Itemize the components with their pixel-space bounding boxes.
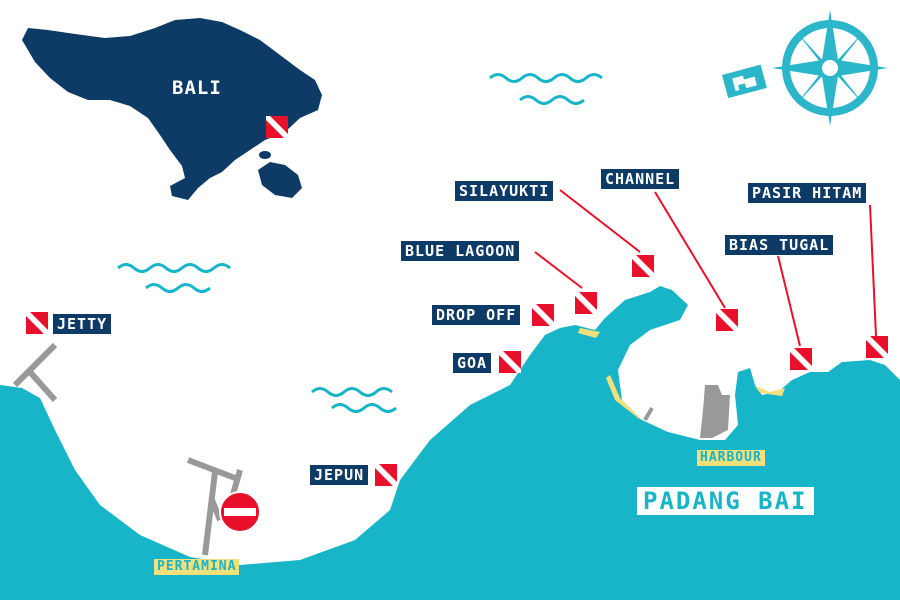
beach <box>578 328 600 338</box>
town-padang-bai-label: PADANG BAI <box>637 487 814 515</box>
dive-site-bias-tugal-label[interactable]: BIAS TUGAL <box>725 235 834 255</box>
place-harbour-label: HARBOUR <box>697 450 765 466</box>
dive-site-channel-flag[interactable] <box>716 309 738 331</box>
compass-rose-icon <box>772 10 888 126</box>
dive-site-bali[interactable] <box>266 116 288 138</box>
dive-site-pasir-hitam-flag[interactable] <box>866 336 888 358</box>
dive-site-silayukti-label[interactable]: SILAYUKTI <box>455 181 554 201</box>
dive-flag-icon <box>866 336 888 358</box>
dive-site-channel-label[interactable]: CHANNEL <box>601 169 680 189</box>
sea-waves <box>117 73 603 413</box>
pertamina-pier <box>186 457 243 556</box>
dive-site-pasir-hitam-label[interactable]: PASIR HITAM <box>748 183 867 203</box>
connector-lines <box>534 189 877 347</box>
jetty-pier <box>12 342 58 402</box>
dive-site-drop-off-label[interactable]: DROP OFF <box>432 305 521 325</box>
place-pertamina-label: PERTAMINA <box>154 559 240 575</box>
dive-flag-icon <box>716 309 738 331</box>
north-indicator-icon <box>722 64 767 99</box>
dive-flag-icon <box>575 292 597 314</box>
dive-flag-icon <box>790 348 812 370</box>
nusa-penida-island <box>258 162 302 198</box>
dive-site-drop-off-flag[interactable] <box>532 304 554 326</box>
coastline-sea <box>0 286 900 600</box>
dive-flag-icon <box>532 304 554 326</box>
island-label-bali: BALI <box>172 77 222 99</box>
dive-site-goa-flag[interactable] <box>499 351 521 373</box>
dive-flag-icon <box>499 351 521 373</box>
dive-site-jetty-flag[interactable] <box>26 312 48 334</box>
bali-island <box>22 18 322 200</box>
harbour-pier <box>700 385 730 438</box>
dive-site-blue-lagoon-label[interactable]: BLUE LAGOON <box>401 241 520 261</box>
dive-flag-icon <box>632 255 654 277</box>
dive-site-jepun-label[interactable]: JEPUN <box>310 465 369 485</box>
dive-site-silayukti-flag[interactable] <box>632 255 654 277</box>
dive-site-goa-label[interactable]: GOA <box>453 353 492 373</box>
dive-site-jetty-label[interactable]: JETTY <box>53 314 112 334</box>
dive-site-bias-tugal-flag[interactable] <box>790 348 812 370</box>
beach <box>755 386 785 396</box>
dive-site-blue-lagoon-flag[interactable] <box>575 292 597 314</box>
dive-flag-icon <box>375 464 397 486</box>
no-entry-icon <box>219 491 261 533</box>
dive-site-jepun-flag[interactable] <box>375 464 397 486</box>
dive-flag-icon <box>26 312 48 334</box>
dive-flag-icon <box>266 116 288 138</box>
beach <box>606 375 650 424</box>
